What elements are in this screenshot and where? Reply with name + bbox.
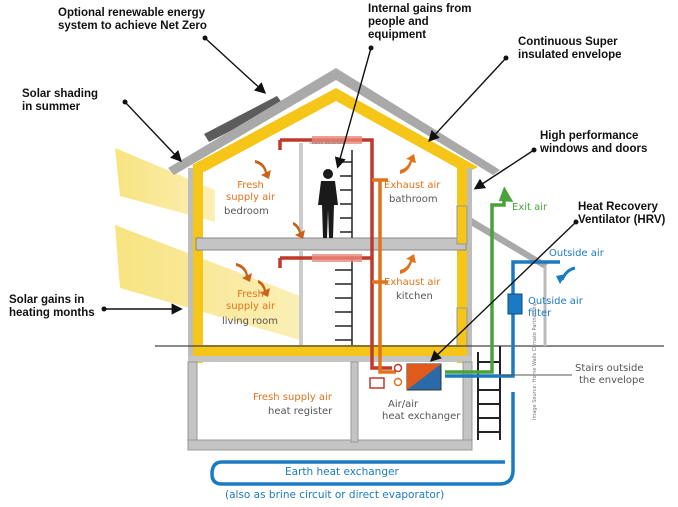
- label-line: Fresh: [237, 289, 264, 300]
- label-line: supply air: [226, 192, 276, 203]
- supply-arrows-living: [236, 263, 270, 297]
- image-credit: Image Source: Home Walls Climate Partner…: [532, 301, 538, 420]
- outside-air-arrowhead: [556, 274, 566, 284]
- ground-slab-insulation: [193, 345, 467, 357]
- hrv-fan-a: [393, 363, 403, 373]
- right-wall-insulation: [457, 167, 467, 363]
- label-line: filter: [528, 308, 552, 319]
- callout-line: equipment: [368, 29, 427, 41]
- left-wall-structure: [188, 168, 193, 364]
- callout-line: Internal gains from: [368, 3, 472, 15]
- filter-box: [507, 293, 523, 315]
- outside-air-filter-label: Outside air filter: [528, 296, 583, 320]
- sound-absorber-upper: [312, 136, 362, 144]
- callout-line: in summer: [22, 101, 81, 113]
- callout-line: heating months: [9, 307, 95, 319]
- bathroom-exhaust-label: Exhaust air: [384, 180, 441, 191]
- outside-air-label: Outside air: [549, 248, 604, 259]
- basement-floor: [187, 439, 473, 451]
- callout-line: Heat Recovery: [578, 201, 658, 213]
- callout-line: windows and doors: [540, 143, 648, 155]
- sound-absorber-lower: [312, 254, 362, 262]
- callout-leaders: [104, 37, 577, 362]
- hrv-unit: [406, 363, 442, 391]
- hrv-fan-b: [393, 377, 403, 387]
- callout-renewable-energy: Optional renewable energy system to achi…: [58, 7, 207, 33]
- first-floor-slab: [195, 237, 467, 251]
- label-line: Fresh: [237, 180, 264, 191]
- exhaust-duct: [372, 178, 396, 374]
- callout-hrv: Heat Recovery Ventilator (HRV): [578, 201, 665, 227]
- outside-air-duct: [445, 260, 560, 378]
- basement-column: [350, 361, 359, 443]
- callout-line: Optional renewable energy: [58, 7, 205, 19]
- callout-internal-gains: Internal gains from people and equipment: [368, 3, 472, 42]
- outside-air-arrow: [560, 266, 576, 281]
- callout-line: system to achieve Net Zero: [58, 20, 207, 32]
- label-line: Fresh supply air: [253, 392, 332, 403]
- outside-stairs: [477, 346, 501, 440]
- solar-panel: [204, 96, 283, 142]
- callout-line: Solar shading: [22, 88, 99, 100]
- person-silhouette: [318, 169, 338, 238]
- label-line: Air/air: [388, 399, 419, 410]
- kitchen-exhaust-label: Exhaust air: [384, 277, 441, 288]
- callout-line: High performance: [540, 130, 639, 142]
- left-wall-insulation: [193, 165, 203, 363]
- living-room-label: living room: [222, 316, 278, 327]
- label-line: Outside air: [528, 296, 583, 307]
- callout-line: Continuous Super: [518, 36, 618, 48]
- exit-air-arrow: [498, 186, 514, 202]
- bedroom-label: bedroom: [224, 206, 269, 217]
- heat-register-label: heat register: [268, 406, 333, 417]
- earth-heat-exchanger-note: (also as brine circuit or direct evapora…: [225, 489, 445, 501]
- partition-wall-upper: [299, 143, 303, 238]
- callout-solar-gains: Solar gains in heating months: [9, 294, 95, 320]
- earth-heat-exchanger-label: Earth heat exchanger: [285, 466, 399, 478]
- air-air-exchanger-label: Air/air heat exchanger: [382, 399, 460, 423]
- callout-solar-shading: Solar shading in summer: [22, 88, 98, 114]
- label-line: heat exchanger: [382, 411, 461, 422]
- supply-arrows-bedroom: [255, 160, 305, 239]
- exhaust-arrows: [400, 154, 416, 274]
- exit-air-label: Exit air: [512, 202, 548, 213]
- bedroom-supply-label: Fresh supply air: [226, 180, 275, 204]
- callout-line: Solar gains in: [9, 294, 85, 306]
- callout-line: Ventilator (HRV): [578, 214, 666, 226]
- callout-line: insulated envelope: [518, 49, 622, 61]
- heat-register: [369, 377, 385, 389]
- stairs-outside-label: Stairs outside the envelope: [575, 363, 645, 387]
- right-wall-structure: [467, 168, 472, 364]
- partition-wall-lower: [299, 250, 303, 345]
- basement-wall-left: [187, 361, 198, 451]
- earth-heat-exchanger-pipe: [210, 392, 515, 486]
- window-upper: [456, 205, 468, 245]
- ground-slab: [188, 356, 472, 362]
- sound-absorber-label: Sound absorber: [309, 141, 345, 146]
- callout-dots: [101, 35, 579, 312]
- label-line: Stairs outside: [575, 363, 644, 374]
- fresh-supply-register-label: Fresh supply air: [253, 392, 332, 404]
- exit-duct: [445, 196, 506, 374]
- living-supply-label: Fresh supply air: [226, 289, 275, 313]
- solar-ray-lower: [115, 225, 300, 340]
- callout-insulated-envelope: Continuous Super insulated envelope: [518, 36, 622, 62]
- interior-stairs-upper: [340, 150, 353, 238]
- callout-windows: High performance windows and doors: [540, 130, 647, 156]
- bathroom-label: bathroom: [389, 194, 438, 205]
- callout-line: people and: [368, 16, 429, 28]
- label-line: supply air: [226, 301, 276, 312]
- kitchen-label: kitchen: [396, 291, 433, 302]
- interior-stairs-lower: [335, 258, 353, 345]
- label-line: the envelope: [579, 375, 645, 386]
